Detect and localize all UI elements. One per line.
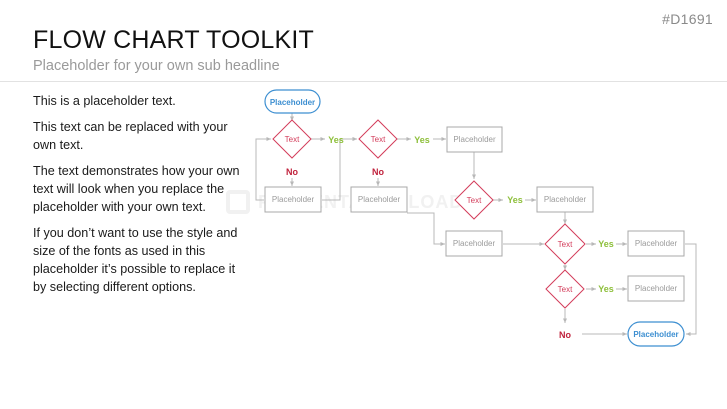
yes-label: Yes xyxy=(507,195,523,205)
slide-id: #D1691 xyxy=(662,11,713,27)
terminal-end: Placeholder xyxy=(627,321,685,347)
no-label: No xyxy=(372,167,384,177)
branch-labels: Yes Yes Yes Yes Yes No No No xyxy=(286,135,614,340)
body-paragraph: The text demonstrates how your own text … xyxy=(33,164,240,214)
process-label: Placeholder xyxy=(635,239,678,248)
decision-5: Text xyxy=(545,269,585,309)
process-label: Placeholder xyxy=(453,135,496,144)
yes-label: Yes xyxy=(328,135,344,145)
terminal-start: Placeholder xyxy=(264,89,321,114)
yes-label: Yes xyxy=(598,284,614,294)
process-5: Placeholder xyxy=(445,230,503,257)
process-label: Placeholder xyxy=(544,195,587,204)
decision-label: Text xyxy=(371,135,386,144)
body-paragraph: If you don’t want to use the style and s… xyxy=(33,226,238,294)
process-3: Placeholder xyxy=(350,186,408,213)
yes-label: Yes xyxy=(598,239,614,249)
decision-2: Text xyxy=(358,119,398,159)
page-title: FLOW CHART TOOLKIT xyxy=(33,26,314,54)
decision-label: Text xyxy=(558,285,573,294)
process-label: Placeholder xyxy=(453,239,496,248)
decision-3: Text xyxy=(454,180,494,220)
process-label: Placeholder xyxy=(272,195,315,204)
decision-label: Text xyxy=(558,240,573,249)
body-paragraph: This text can be replaced with your own … xyxy=(33,120,228,152)
process-label: Placeholder xyxy=(635,284,678,293)
no-label: No xyxy=(286,167,298,177)
process-label: Placeholder xyxy=(358,195,401,204)
process-6: Placeholder xyxy=(627,230,685,257)
no-label: No xyxy=(559,330,571,340)
decision-label: Text xyxy=(285,135,300,144)
decision-4: Text xyxy=(544,223,586,265)
title-divider xyxy=(0,81,727,82)
process-4: Placeholder xyxy=(536,186,594,213)
body-text: This is a placeholder text. This text ca… xyxy=(33,92,243,304)
body-paragraph: This is a placeholder text. xyxy=(33,94,176,108)
terminal-label: Placeholder xyxy=(270,98,315,107)
terminal-label: Placeholder xyxy=(633,330,678,339)
sub-headline: Placeholder for your own sub headline xyxy=(33,58,280,74)
process-7: Placeholder xyxy=(627,275,685,302)
watermark-logo-icon xyxy=(226,190,250,214)
decision-1: Text xyxy=(272,119,312,159)
decision-label: Text xyxy=(467,196,482,205)
process-2: Placeholder xyxy=(264,186,322,213)
connectors xyxy=(255,112,697,336)
process-1: Placeholder xyxy=(446,126,503,153)
yes-label: Yes xyxy=(414,135,430,145)
